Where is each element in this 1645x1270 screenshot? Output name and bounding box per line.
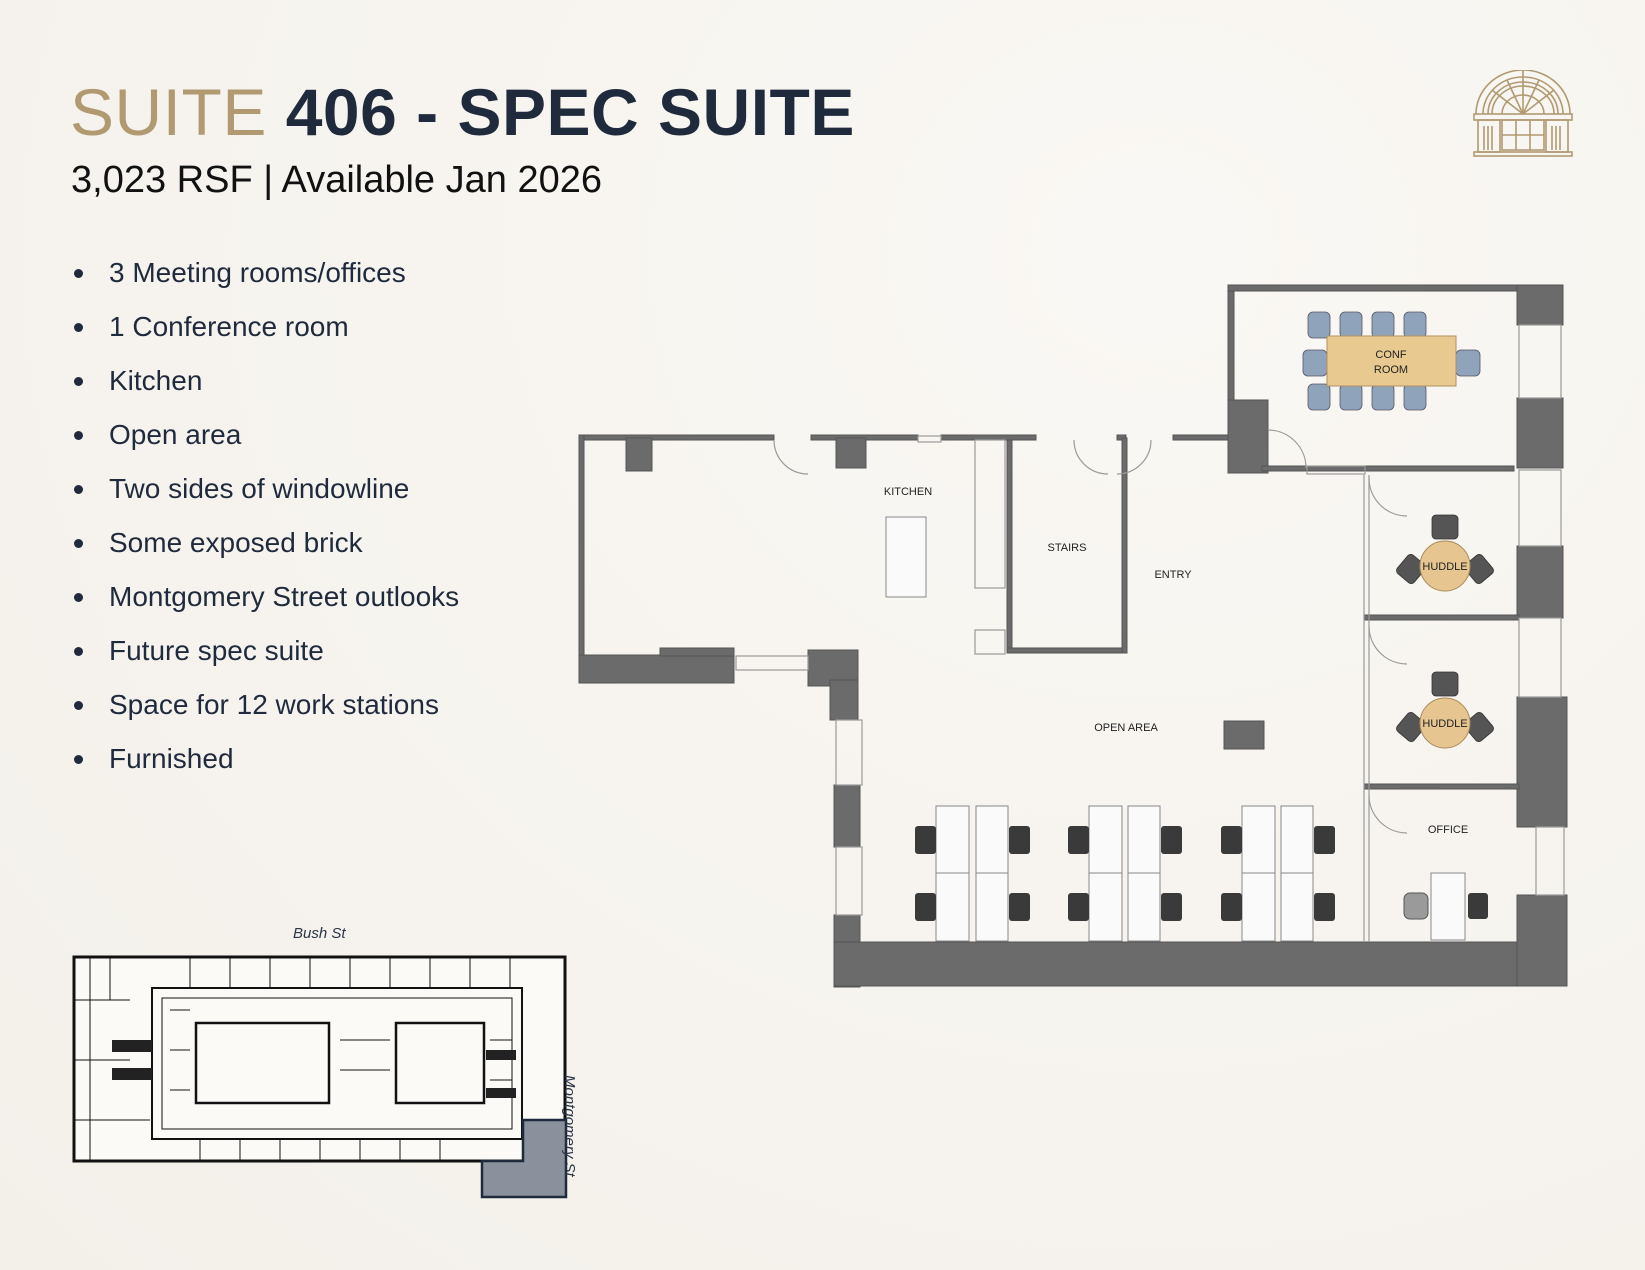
feature-item: Future spec suite [72,624,459,678]
subtitle: 3,023 RSF | Available Jan 2026 [71,159,602,201]
feature-item: 1 Conference room [72,300,459,354]
walls [578,284,1568,988]
feature-item: Some exposed brick [72,516,459,570]
feature-item: Space for 12 work stations [72,678,459,732]
feature-item: Kitchen [72,354,459,408]
suite-highlight [480,1118,568,1199]
feature-item: Furnished [72,732,459,786]
room-label-open-area: OPEN AREA [1094,722,1158,734]
room-label-huddle-2: HUDDLE [1422,718,1467,730]
huddle-furniture-2 [1396,671,1494,749]
room-label-conf-1: CONF [1375,349,1406,361]
key-plan [72,955,568,1199]
feature-item: Montgomery Street outlooks [72,570,459,624]
arched-window-logo-icon [1473,70,1573,157]
feature-item: Open area [72,408,459,462]
page-title: SUITE 406 - SPEC SUITE [70,72,855,152]
room-label-stairs: STAIRS [1048,542,1087,554]
room-label-office: OFFICE [1428,824,1468,836]
room-label-huddle-1: HUDDLE [1422,561,1467,573]
workstations [915,805,1335,942]
office-furniture [1403,872,1488,941]
room-label-entry: ENTRY [1154,569,1192,581]
title-prefix: SUITE [70,75,267,149]
huddle-furniture-1 [1396,514,1494,592]
kitchen-island [885,516,927,598]
street-label-montgomery: Montgomery St [561,1075,578,1177]
title-main: 406 - SPEC SUITE [285,75,855,149]
conference-furniture [1302,311,1481,411]
partitions [735,324,1565,942]
room-label-conf-2: ROOM [1374,364,1408,376]
street-label-bush: Bush St [293,925,346,942]
feature-list: 3 Meeting rooms/offices 1 Conference roo… [72,246,459,786]
feature-item: Two sides of windowline [72,462,459,516]
feature-item: 3 Meeting rooms/offices [72,246,459,300]
room-label-kitchen: KITCHEN [884,486,932,498]
